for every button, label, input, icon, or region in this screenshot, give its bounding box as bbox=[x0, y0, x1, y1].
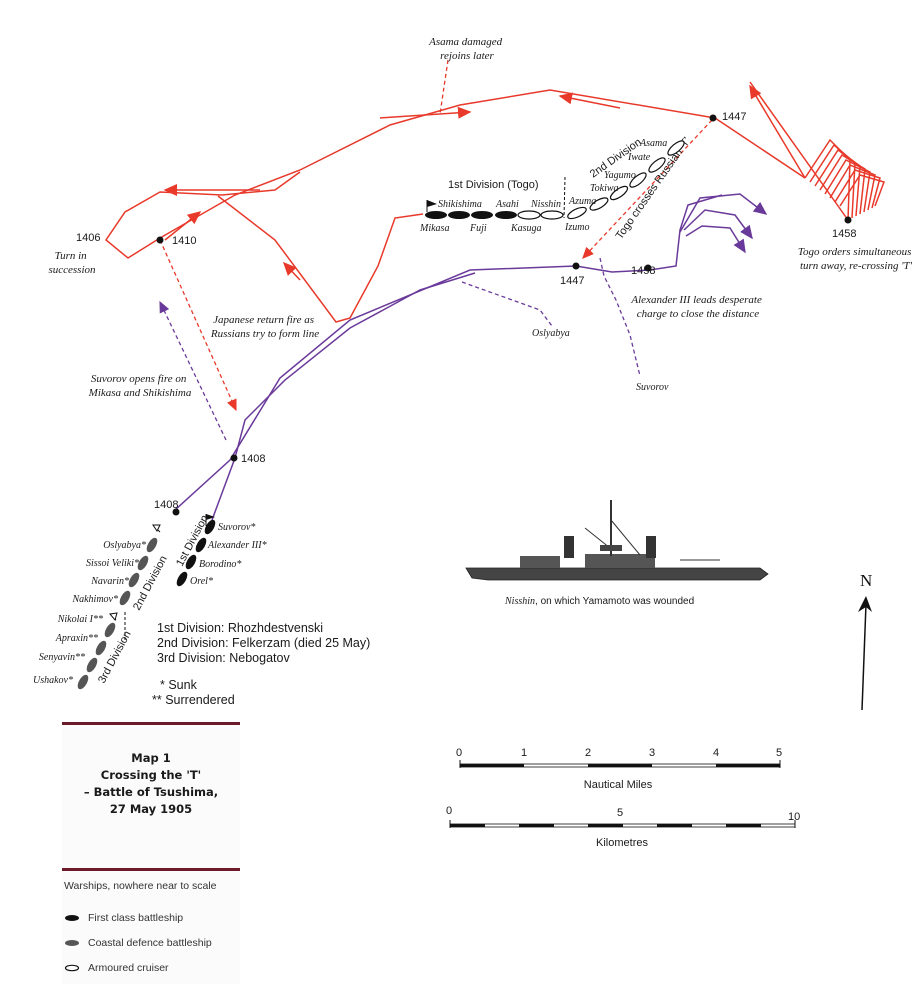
legend-coastal-defence-battleship: Coastal defence battleship bbox=[64, 937, 212, 949]
japanese-1st-division-ships bbox=[425, 140, 685, 220]
japanese-fire-lines bbox=[159, 59, 713, 412]
svg-text:Apraxin**: Apraxin** bbox=[55, 633, 98, 644]
svg-text:N: N bbox=[860, 571, 872, 590]
svg-text:Asahi: Asahi bbox=[495, 199, 519, 210]
time-markers bbox=[156, 114, 852, 516]
svg-text:Nikolai I**: Nikolai I** bbox=[57, 614, 103, 625]
japanese-2nd-division-names: Asama Iwate Yagumo Tokiwa Azuma Izumo bbox=[564, 138, 667, 233]
svg-text:1st Division: Rhozhdestvenski: 1st Division: Rhozhdestvenski bbox=[157, 621, 323, 635]
russian-left-column-names: Oslyabya* Sissoi Veliki* Navarin* Nakhim… bbox=[33, 540, 146, 686]
nisshin-caption: Nisshin, on which Yamamoto was wounded bbox=[504, 596, 694, 607]
svg-text:Azuma: Azuma bbox=[568, 196, 596, 207]
svg-text:Oslyabya*: Oslyabya* bbox=[103, 540, 146, 551]
symbol-key: * Sunk ** Surrendered bbox=[152, 678, 235, 707]
time-1458-japanese: 1458 bbox=[832, 228, 856, 240]
svg-text:Tokiwa: Tokiwa bbox=[590, 183, 619, 194]
svg-text:Nisshin: Nisshin bbox=[530, 199, 561, 210]
kilometres-scale: 0 5 10 Kilometres bbox=[446, 805, 800, 849]
svg-text:Sissoi Veliki*: Sissoi Veliki* bbox=[86, 558, 139, 569]
svg-text:Borodino*: Borodino* bbox=[199, 559, 241, 570]
russian-1st-division-ships bbox=[176, 514, 216, 587]
legend-bottom-rule bbox=[62, 868, 240, 871]
svg-text:10: 10 bbox=[788, 811, 800, 823]
first-class-battleship-icon bbox=[65, 915, 79, 921]
coastal-defence-battleship-icon bbox=[65, 940, 79, 946]
svg-text:5: 5 bbox=[776, 747, 782, 759]
nautical-miles-scale: 0 1 2 3 4 5 Nautical Miles bbox=[456, 747, 782, 791]
map-legend: Map 1 Crossing the 'T' – Battle of Tsush… bbox=[62, 722, 240, 984]
svg-text:Navarin*: Navarin* bbox=[90, 576, 129, 587]
japanese-1st-division-names: Shikishima Asahi Nisshin Mikasa Fuji Kas… bbox=[419, 199, 561, 234]
svg-text:0: 0 bbox=[456, 747, 462, 759]
time-1410: 1410 bbox=[172, 235, 196, 247]
time-1408-left: 1408 bbox=[154, 499, 178, 511]
russian-3rd-division-label: 3rd Division bbox=[96, 629, 134, 685]
svg-text:Orel*: Orel* bbox=[190, 576, 213, 587]
svg-text:5: 5 bbox=[617, 807, 623, 819]
svg-text:2nd Division: Felkerzam (died: 2nd Division: Felkerzam (died 25 May) bbox=[157, 636, 370, 650]
map-title: Map 1 Crossing the 'T' – Battle of Tsush… bbox=[83, 751, 219, 816]
svg-text:4: 4 bbox=[713, 747, 719, 759]
svg-text:Ushakov*: Ushakov* bbox=[33, 675, 73, 686]
legend-top-rule bbox=[62, 722, 240, 725]
svg-text:Nautical Miles: Nautical Miles bbox=[584, 779, 653, 791]
annotation-suvorov-track: Suvorov bbox=[636, 382, 669, 393]
annotation-japanese-return-fire: Japanese return fire as Russians try to … bbox=[210, 314, 319, 340]
time-1406: 1406 bbox=[76, 232, 100, 244]
annotation-turn-in-succession: Turn in succession bbox=[48, 250, 96, 276]
division-commanders: 1st Division: Rhozhdestvenski 2nd Divisi… bbox=[157, 621, 370, 665]
time-1447-russian: 1447 bbox=[560, 275, 584, 287]
annotation-alexander-charge: Alexander III leads desperate charge to … bbox=[630, 294, 764, 320]
svg-text:3: 3 bbox=[649, 747, 655, 759]
svg-text:Yagumo: Yagumo bbox=[604, 170, 636, 181]
svg-text:Shikishima: Shikishima bbox=[438, 199, 482, 210]
legend-armoured-cruiser: Armoured cruiser bbox=[64, 962, 169, 974]
svg-text:Asama: Asama bbox=[639, 138, 667, 149]
annotation-suvorov-opens-fire: Suvorov opens fire on Mikasa and Shikish… bbox=[88, 373, 192, 399]
time-1447-japanese: 1447 bbox=[722, 111, 746, 123]
north-arrow: N bbox=[858, 571, 872, 711]
annotation-oslyabya-track: Oslyabya bbox=[532, 328, 570, 339]
svg-text:0: 0 bbox=[446, 805, 452, 817]
svg-text:** Surrendered: ** Surrendered bbox=[152, 693, 235, 707]
svg-text:3rd Division: Nebogatov: 3rd Division: Nebogatov bbox=[157, 651, 290, 665]
russian-fleet-track bbox=[174, 193, 768, 521]
svg-text:Fuji: Fuji bbox=[469, 223, 487, 234]
russian-left-column-ships bbox=[77, 524, 161, 690]
svg-text:Nakhimov*: Nakhimov* bbox=[71, 594, 118, 605]
svg-text:Izumo: Izumo bbox=[564, 222, 589, 233]
annotation-asama-damaged: Asama damaged rejoins later bbox=[428, 36, 505, 62]
legend-first-class-battleship: First class battleship bbox=[64, 912, 183, 924]
russian-fire-lines bbox=[159, 257, 641, 441]
svg-text:Iwate: Iwate bbox=[627, 152, 651, 163]
svg-text:Kilometres: Kilometres bbox=[596, 837, 648, 849]
japanese-1st-division-label: 1st Division (Togo) bbox=[448, 179, 538, 191]
armoured-cruiser-icon bbox=[64, 964, 80, 972]
svg-text:Alexander III*: Alexander III* bbox=[207, 540, 267, 551]
svg-text:* Sunk: * Sunk bbox=[160, 678, 198, 692]
nisshin-ship-illustration bbox=[465, 500, 769, 581]
japanese-fleet-track bbox=[104, 81, 885, 323]
svg-text:Senyavin**: Senyavin** bbox=[39, 652, 85, 663]
division-divider bbox=[563, 176, 566, 219]
svg-text:2: 2 bbox=[585, 747, 591, 759]
legend-note: Warships, nowhere near to scale bbox=[64, 880, 217, 892]
time-1458-russian: 1458 bbox=[631, 265, 655, 277]
russian-1st-division-names: Suvorov* Alexander III* Borodino* Orel* bbox=[190, 522, 267, 587]
time-1408-main: 1408 bbox=[241, 453, 265, 465]
svg-text:Mikasa: Mikasa bbox=[419, 223, 449, 234]
svg-text:Kasuga: Kasuga bbox=[510, 223, 542, 234]
annotation-togo-orders: Togo orders simultaneous turn away, re-c… bbox=[798, 246, 914, 272]
svg-text:1: 1 bbox=[521, 747, 527, 759]
svg-text:Suvorov*: Suvorov* bbox=[218, 522, 255, 533]
